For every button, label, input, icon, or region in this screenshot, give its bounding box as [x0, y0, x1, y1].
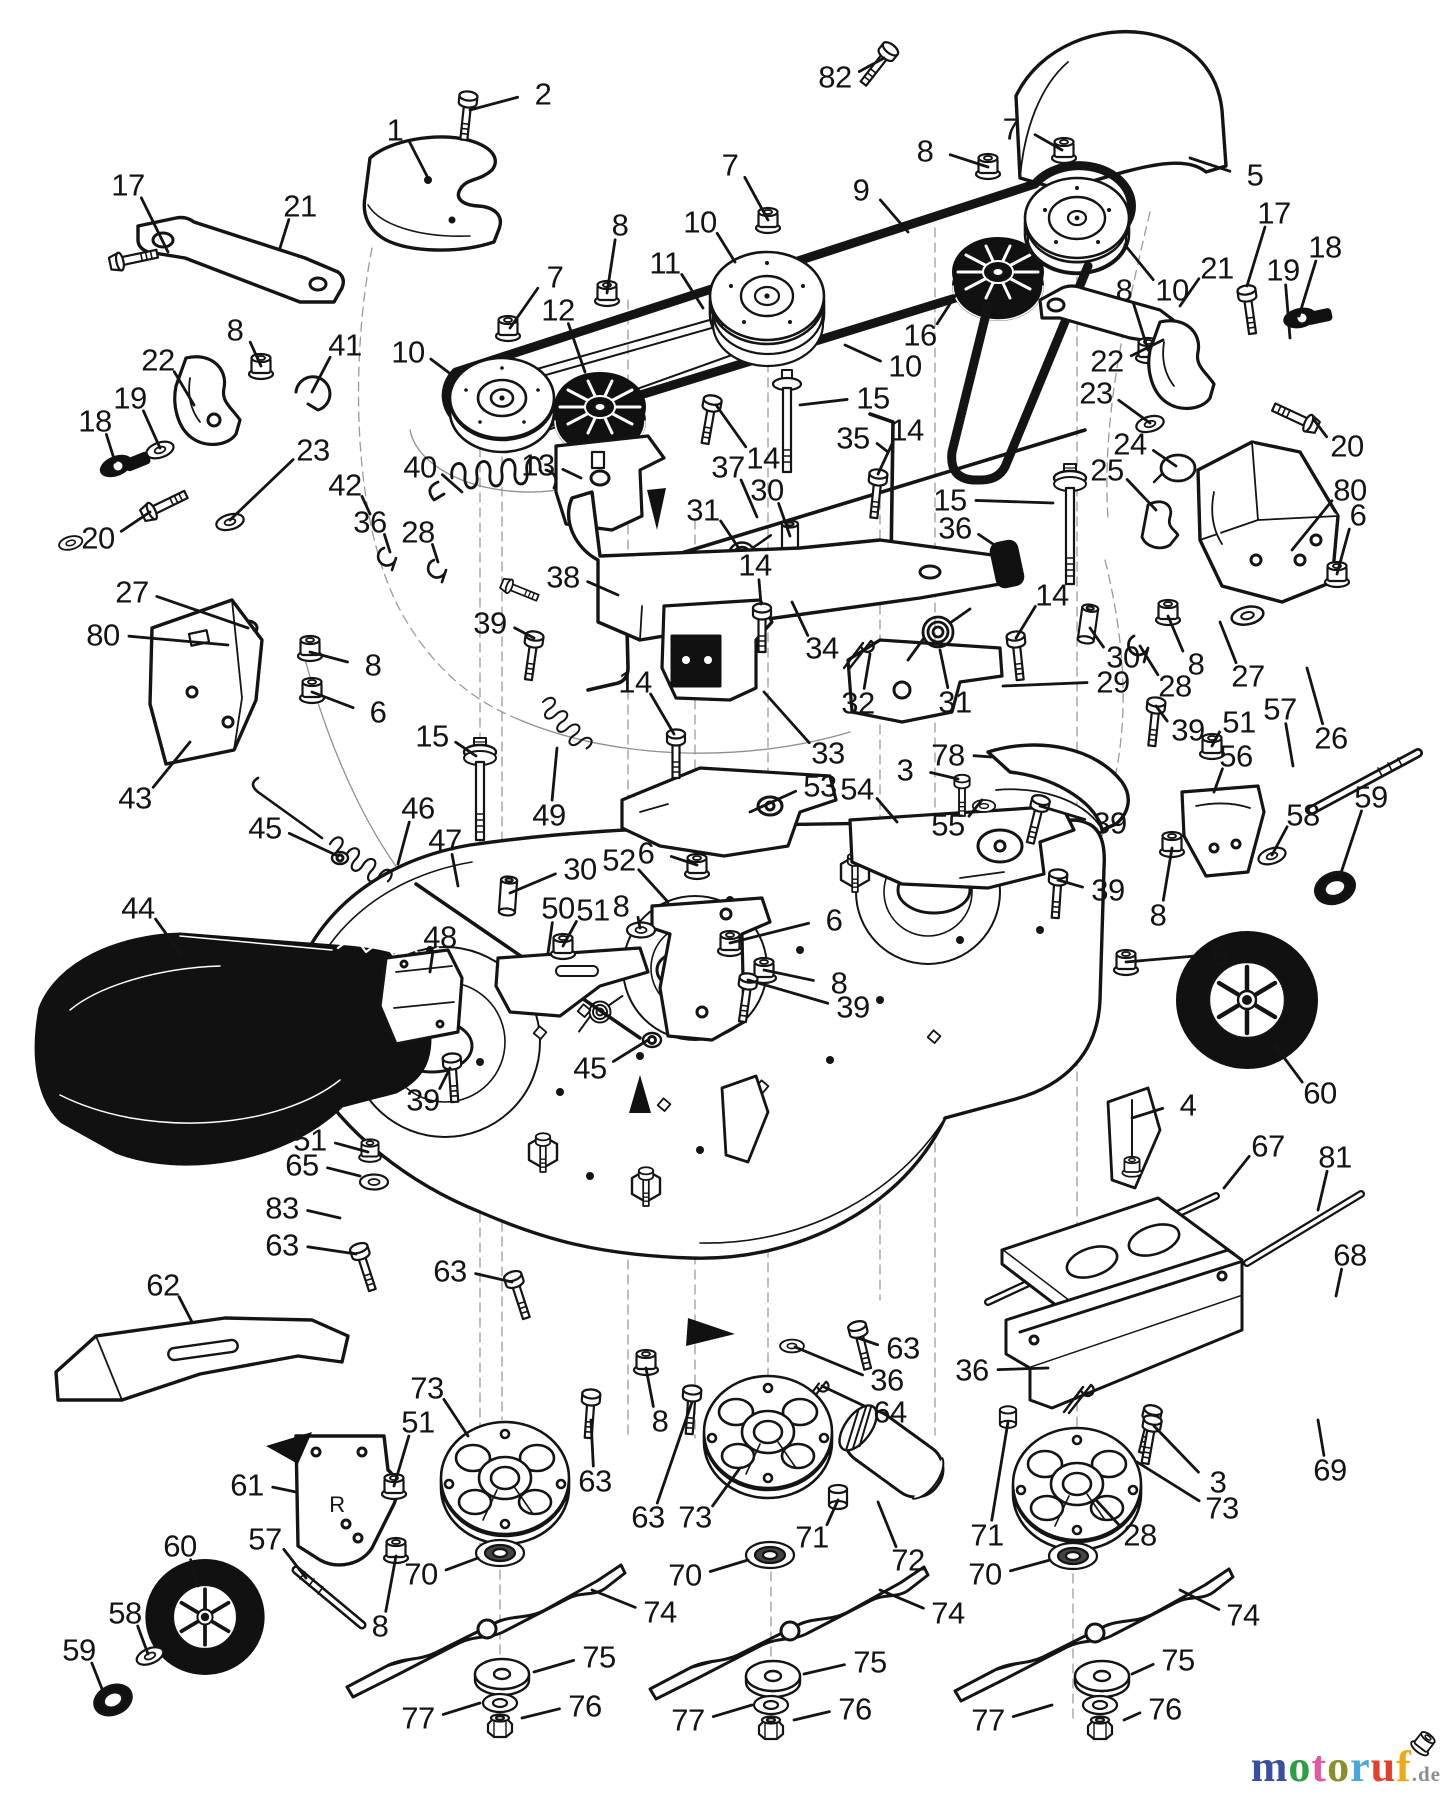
roller-72	[838, 1404, 945, 1500]
belt-11-outline	[504, 309, 764, 437]
gauge-wheel-right	[1177, 932, 1317, 1068]
wing-knob-left	[99, 451, 151, 478]
seal-59-right	[1314, 870, 1356, 906]
stack-pulley-10-11	[708, 250, 826, 368]
mandrel-73-center	[702, 1374, 834, 1500]
nut-76-center	[757, 1715, 785, 1741]
idler-pulley-10-left	[448, 356, 556, 454]
mandrel-73-left	[439, 1420, 571, 1546]
mandrel-73-right	[1011, 1426, 1143, 1552]
brake-cam-left	[173, 355, 242, 446]
watermark-letter: m	[1250, 1742, 1289, 1791]
washer-75-left	[473, 1657, 531, 1697]
seal-59-left	[93, 1683, 133, 1717]
bearing-70-center	[744, 1540, 796, 1570]
bearing-70-left	[474, 1538, 526, 1568]
pad-36	[989, 539, 1025, 589]
wheel-bracket-61	[294, 1434, 410, 1567]
idler-arm-left	[106, 215, 346, 304]
washer-77-center	[752, 1694, 790, 1716]
belt-cover-1	[362, 89, 502, 252]
watermark-letter: r	[1350, 1742, 1371, 1791]
engine-bracket-27-right	[1075, 440, 1351, 664]
deck-plate-62	[54, 1316, 350, 1402]
watermark-letter: t	[1311, 1742, 1328, 1791]
washer-77-right	[1081, 1694, 1119, 1716]
bagger-trays	[984, 1190, 1365, 1457]
gusset-56	[1180, 732, 1266, 878]
watermark-letter: f	[1396, 1742, 1412, 1791]
axle-57-left	[291, 1565, 1440, 1760]
engine-pulley-10	[1023, 176, 1131, 276]
bracket-33	[660, 598, 774, 702]
axle-26	[1307, 748, 1423, 815]
washer-75-right	[1073, 1659, 1131, 1699]
watermark-letter: o	[1288, 1742, 1312, 1791]
right-clips	[1140, 453, 1197, 550]
nut-76-left	[486, 1713, 514, 1739]
watermark-letter: u	[1370, 1742, 1397, 1791]
watermark-suffix: .de	[1411, 1762, 1441, 1786]
bracket-29	[842, 607, 1004, 724]
washer-75-center	[744, 1659, 802, 1699]
belt-v-loop	[947, 261, 1093, 485]
plate-53	[620, 766, 838, 858]
watermark-letter: o	[1327, 1742, 1351, 1791]
bracket-43	[148, 598, 264, 766]
watermark-motoruf: motoruf.de	[1251, 1741, 1441, 1792]
bracket-48	[378, 948, 464, 1080]
leader-lines	[90, 56, 1363, 1722]
nut-76-right	[1086, 1715, 1114, 1741]
belt-guard-5	[854, 29, 1228, 192]
washer-77-left	[481, 1692, 519, 1714]
direction-arrows	[266, 488, 735, 1464]
gauge-wheel-left	[144, 1557, 266, 1677]
brake-cam-right	[1147, 319, 1216, 410]
washer-58-left	[132, 1642, 168, 1670]
bearing-70-right	[1047, 1541, 1099, 1571]
plate-34	[566, 490, 1002, 642]
bracket-50	[494, 946, 650, 1018]
